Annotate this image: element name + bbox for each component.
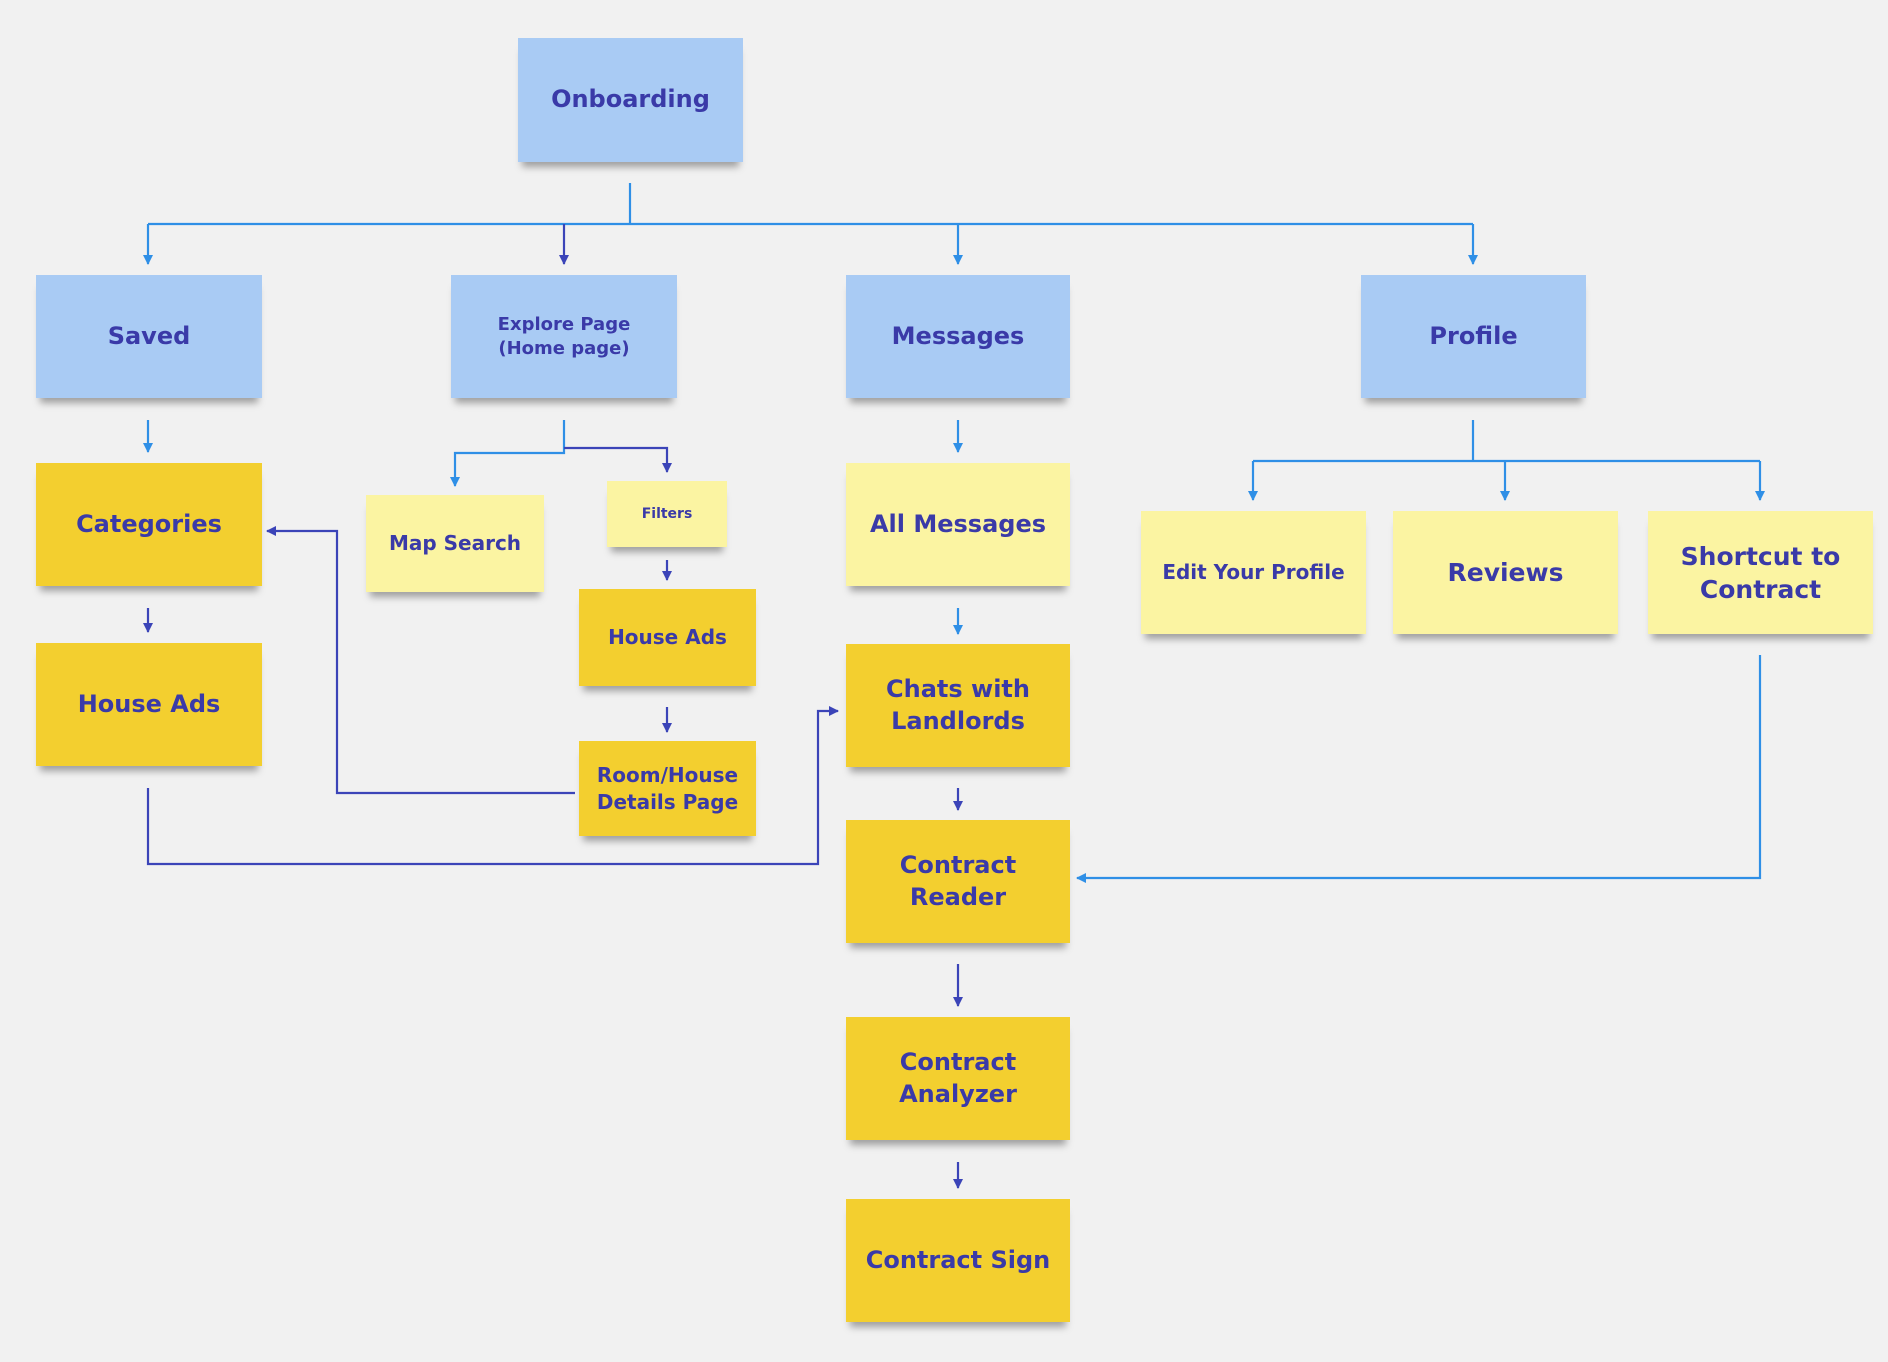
- node-reviews: Reviews: [1393, 511, 1618, 634]
- arrow-explore-to-filters: [564, 446, 672, 473]
- profile-connector: [1248, 420, 1765, 501]
- arrow-house-ads-to-chats: [146, 706, 839, 866]
- arrow-details-to-categories: [266, 526, 575, 795]
- node-shortcut-to-contract: Shortcut to Contract: [1648, 511, 1873, 634]
- node-details-page: Room/House Details Page: [579, 741, 756, 836]
- node-contract-analyzer: Contract Analyzer: [846, 1017, 1070, 1140]
- node-explore-page: Explore Page (Home page): [451, 275, 677, 398]
- arrow-shortcut-to-contract-reader: [1076, 655, 1762, 883]
- node-chats-with-landlords: Chats with Landlords: [846, 644, 1070, 767]
- node-onboarding: Onboarding: [518, 38, 743, 162]
- node-explore-house-ads: House Ads: [579, 589, 756, 686]
- node-contract-sign: Contract Sign: [846, 1199, 1070, 1322]
- node-map-search: Map Search: [366, 495, 544, 592]
- arrow-explore-to-map-search: [450, 420, 566, 487]
- node-saved: Saved: [36, 275, 262, 398]
- onboarding-connector: [143, 183, 1478, 265]
- node-filters: Filters: [607, 481, 727, 547]
- node-categories: Categories: [36, 463, 262, 586]
- node-contract-reader: Contract Reader: [846, 820, 1070, 943]
- node-all-messages: All Messages: [846, 463, 1070, 586]
- node-saved-house-ads: House Ads: [36, 643, 262, 766]
- node-edit-your-profile: Edit Your Profile: [1141, 511, 1366, 634]
- node-messages: Messages: [846, 275, 1070, 398]
- node-profile: Profile: [1361, 275, 1586, 398]
